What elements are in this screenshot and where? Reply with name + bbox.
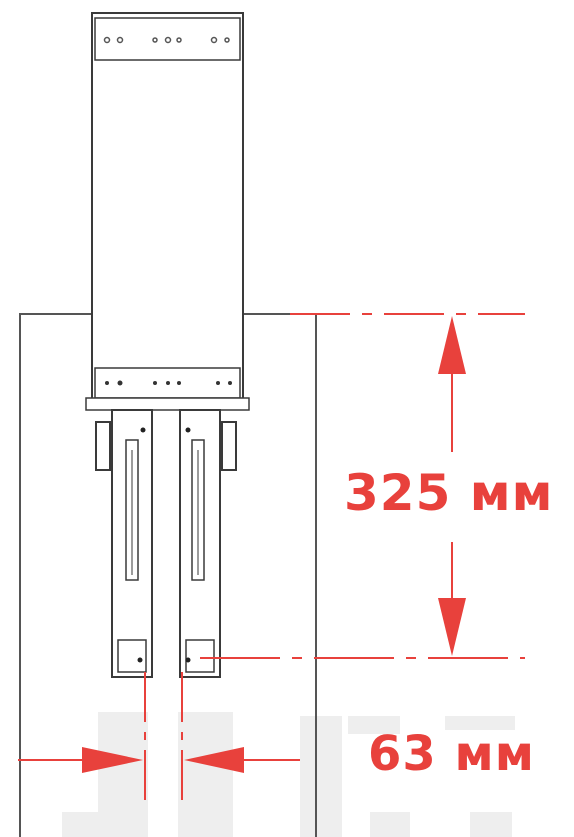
basket-base-block <box>85 397 250 411</box>
left-rail-clamp <box>95 421 111 471</box>
faded-background-blocks <box>62 712 515 837</box>
arrow-right <box>82 747 143 773</box>
right-rail-clamp <box>221 421 237 471</box>
arrow-left <box>184 747 244 773</box>
top-mounting-holes <box>103 36 230 44</box>
rail-screws <box>137 427 191 663</box>
basket-top-panel <box>91 12 244 407</box>
arrow-down <box>438 598 466 656</box>
left-rail-foot <box>117 639 147 673</box>
vertical-dimension <box>200 313 525 659</box>
bottom-mounting-holes <box>105 380 232 386</box>
basket-top-bracket <box>94 17 241 61</box>
guide-rails <box>95 409 237 678</box>
arrow-up <box>438 316 466 374</box>
horizontal-dimension <box>18 672 300 800</box>
height-dimension-label: 325 мм <box>344 464 554 522</box>
width-dimension-label: 63 мм <box>368 726 535 782</box>
pull-out-basket <box>85 12 250 411</box>
right-rail-foot <box>185 639 215 673</box>
